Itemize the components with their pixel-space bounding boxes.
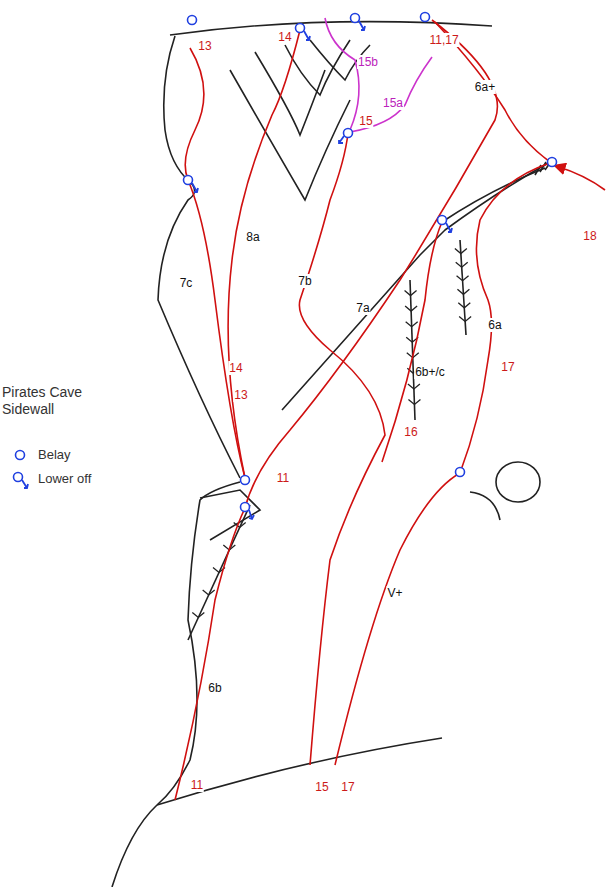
route-number: 13 [233, 388, 248, 402]
grade-label: 6b [207, 681, 222, 695]
legend-text: Belay [38, 447, 71, 462]
lower-off-arrows [192, 21, 452, 519]
route-number: 14 [277, 30, 292, 44]
belay-symbols [184, 13, 557, 512]
route-number: 15 [358, 114, 373, 128]
crack-ticks [192, 249, 471, 618]
variant-lines [325, 18, 432, 132]
route-number: 17 [500, 360, 515, 374]
route-number: 13 [197, 39, 212, 53]
route-lines [175, 20, 605, 800]
grade-label: 6a+ [474, 80, 496, 94]
route-number: 18 [582, 229, 597, 243]
belay-swatch [8, 446, 32, 464]
route-number: 15b [357, 55, 379, 69]
grade-label: 6b+/c [414, 365, 446, 379]
route-number: 17 [340, 780, 355, 794]
route-number: 11 [276, 471, 290, 485]
route-number: 11,17 [428, 33, 459, 47]
grade-label: 8a [245, 230, 260, 244]
route-number: 15a [382, 96, 404, 110]
route-number: 11 [190, 778, 204, 792]
rock-features [112, 22, 552, 887]
grade-label: 6a [487, 318, 502, 332]
lower-off-swatch [8, 470, 32, 492]
topo-title: Pirates Cave Sidewall [2, 384, 112, 418]
route-number: 15 [314, 780, 329, 794]
grade-label: 7c [179, 276, 194, 290]
grade-label: V+ [386, 586, 403, 600]
route-number: 14 [228, 361, 243, 375]
legend-text: Lower off [38, 471, 91, 486]
grade-label: 7a [355, 301, 370, 315]
route-number: 16 [403, 425, 418, 439]
grade-label: 7b [297, 274, 312, 288]
